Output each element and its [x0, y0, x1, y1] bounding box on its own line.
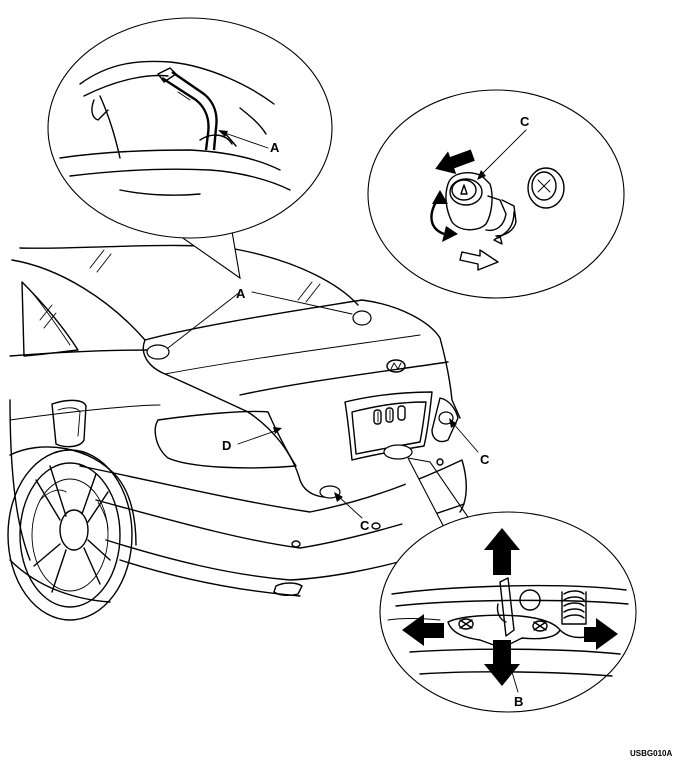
label-c-detail: C — [520, 114, 530, 129]
hyundai-emblem — [386, 359, 406, 373]
label-c-right: C — [480, 452, 490, 467]
rear-wheel — [7, 449, 133, 621]
label-b: B — [514, 694, 523, 709]
label-d: D — [222, 438, 231, 453]
figure-code: USBG010A — [630, 749, 672, 758]
hinge-point-left — [146, 344, 170, 360]
detail-striker-circle — [379, 457, 637, 713]
arrow-up-icon — [484, 528, 520, 575]
label-a-car: A — [236, 286, 246, 301]
adjuster-positions — [146, 310, 454, 499]
license-plate-glyphs — [373, 405, 406, 425]
detail-hinge-circle — [47, 17, 333, 280]
arrow-left-icon — [402, 614, 444, 646]
label-c-lower: C — [360, 518, 370, 533]
hinge-point-right — [352, 310, 372, 326]
label-a-detail: A — [270, 140, 280, 155]
arrow-down-icon — [484, 640, 520, 686]
striker-location — [383, 444, 413, 460]
detail-bumper-circle — [367, 89, 625, 299]
arrow-right-icon — [584, 618, 618, 650]
bumper-stop-right — [438, 411, 454, 425]
leader-lines — [167, 129, 527, 693]
